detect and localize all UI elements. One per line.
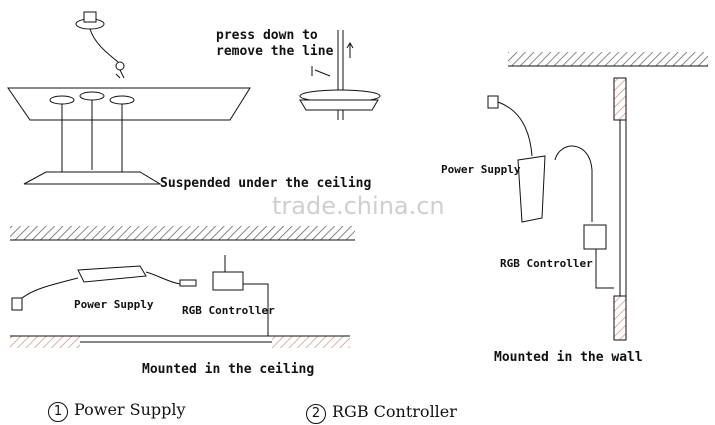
ceiling-mount-illustration [10,226,355,348]
rgb-controller-wall-label: RGB Controller [500,257,593,270]
legend-number-1: 1 [48,402,68,422]
wall-mount-illustration [487,52,708,341]
suspended-illustration [7,11,251,185]
power-supply-wall-label: Power Supply [441,163,521,176]
mounted-ceiling-caption: Mounted in the ceiling [142,362,315,377]
mounted-wall-caption: Mounted in the wall [494,350,643,365]
legend-text-2: RGB Controller [332,402,457,421]
legend-item-2: 2 RGB Controller [306,402,457,424]
power-supply-ceiling-label: Power Supply [74,298,154,311]
remove-line-label: remove the line [216,44,334,59]
press-down-detail [299,30,381,120]
legend-item-1: 1 Power Supply [48,400,186,422]
legend-number-2: 2 [306,404,326,424]
press-down-label: press down to [216,28,318,43]
legend-text-1: Power Supply [74,400,186,419]
watermark: trade.china.cn [272,192,445,220]
suspended-caption: Suspended under the ceiling [160,176,372,191]
rgb-controller-ceiling-label: RGB Controller [182,304,275,317]
